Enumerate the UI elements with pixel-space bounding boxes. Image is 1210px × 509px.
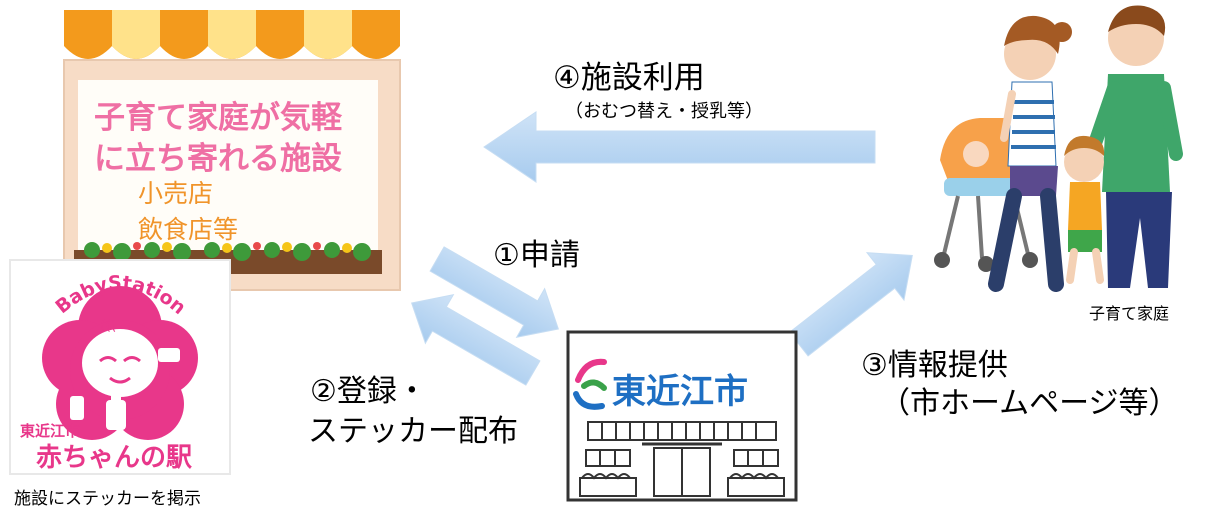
- city-hall-name: 東近江市: [612, 372, 748, 412]
- shop-text-line4: 飲食店等: [138, 215, 239, 244]
- city-hall-building: [566, 330, 798, 502]
- step-1-label: ①申請: [493, 238, 580, 273]
- arrow-registration: [410, 294, 541, 386]
- step-3-line2: （市ホームページ等）: [880, 386, 1179, 421]
- arrow-application: [429, 246, 560, 338]
- step-2-line1: ②登録・: [310, 374, 427, 409]
- sticker-city: 東近江市: [20, 422, 81, 440]
- arrow-info-provision: [788, 252, 913, 357]
- svg-text:(((: (((: [100, 318, 116, 334]
- sticker-caption: 施設にステッカーを掲示: [14, 489, 201, 509]
- step-4-title: ④施設利用: [553, 60, 705, 96]
- shop-text-line3: 小売店: [138, 179, 214, 208]
- step-3-line1: ③情報提供: [861, 348, 1008, 383]
- step-2-line2: ステッカー配布: [308, 414, 518, 449]
- mother-figure: [988, 15, 1072, 292]
- step-4-detail: （おむつ替え・授乳等）: [565, 101, 763, 122]
- shop-text-line2: に立ち寄れる施設: [94, 141, 342, 177]
- baby-station-sticker: ((( BabyStation: [9, 259, 231, 475]
- shop-text-line1: 子育て家庭が気軽: [94, 100, 342, 136]
- arrow-facility-use: [483, 111, 876, 183]
- child-figure: [1064, 135, 1105, 284]
- family-caption: 子育て家庭: [1089, 304, 1170, 323]
- city-logo-icon: [573, 358, 607, 410]
- family-illustration: [934, 5, 1183, 292]
- sticker-name: 赤ちゃんの駅: [36, 443, 193, 473]
